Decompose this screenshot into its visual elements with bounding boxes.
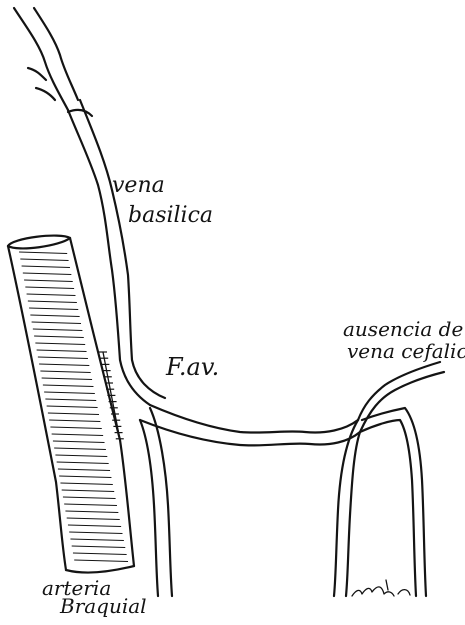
artery-hatch-line [55,455,107,457]
artery-hatch-line [65,511,118,513]
artery-hatch-line [67,518,120,520]
artery-hatch-line [34,336,84,338]
artery-hatch-line [57,462,109,464]
artery-hatch-line [35,343,85,345]
artery-hatch-line [24,280,73,282]
artery-hatch-line [20,259,68,261]
artery-hatch-line [44,392,95,394]
artery-hatch-line [47,406,98,408]
vena-horizontal-vessel [140,405,360,596]
artery-hatch-line [73,553,127,555]
artist-signature [352,580,410,596]
label-basilica-line-2: basilica [128,203,213,228]
artery-hatch-line [39,364,89,366]
artery-hatch-line [28,301,77,303]
artery-hatch-line [72,546,126,548]
artery-hatch-line [27,294,76,296]
artery-hatch-line [54,448,106,450]
artery-hatch-line [43,385,94,387]
artery-hatch-line [53,441,105,443]
artery-hatch-line [37,350,87,352]
artery-hatch-line [23,273,72,275]
artery-hatch-line [68,525,121,527]
artery-hatch-line [48,413,99,415]
artery-hatch-line [58,469,110,471]
artery-hatch-line [64,504,117,506]
artery-hatch-line [50,427,101,429]
artery-hatch-line [59,476,111,478]
artery-hatch-line [19,252,67,254]
artery-hatch-line [60,483,112,485]
label-braquial-line-2: Braquial [59,594,147,618]
fistula-suture [99,352,124,440]
artery-hatch-line [70,539,123,541]
artery-hatch-line [33,329,83,331]
artery-hatch-line [30,315,79,317]
artery-hatch-line [25,287,74,289]
label-fav: F.av. [165,353,219,381]
label-vena-line-1: vena [112,173,165,198]
artery-hatch-line [74,560,128,562]
arteria-braquial-vessel [8,236,134,573]
artery-hatch-line [22,266,70,268]
artery-hatch-line [69,532,122,534]
artery-hatch-line [63,497,116,499]
artery-hatch-line [45,399,96,401]
label-ausencia-line-1: ausencia de [343,317,463,341]
label-ausencia-line-2: vena cefalica [347,339,465,363]
artery-hatch-line [38,357,88,359]
artery-hatch-line [62,490,115,492]
artery-hatch-line [42,378,92,380]
artery-hatch-line [52,434,103,436]
artery-hatch-line [49,420,100,422]
vena-cefalica-branches [334,362,444,596]
artery-hatch-line [32,322,81,324]
artery-hatch-line [40,371,90,373]
artery-hatch-line [29,308,78,310]
